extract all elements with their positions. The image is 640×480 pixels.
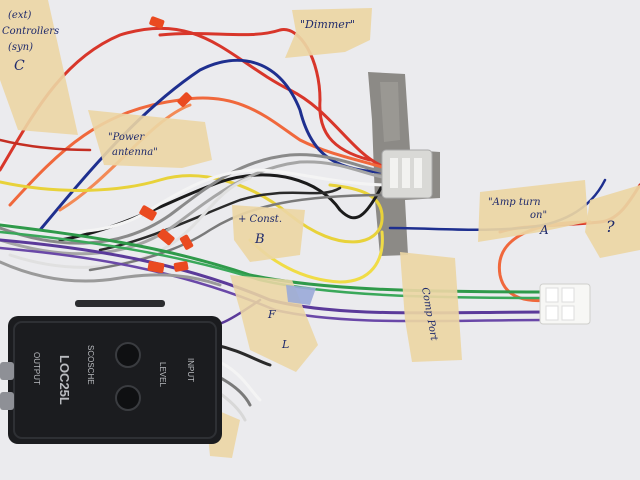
gray-wire-low: [0, 260, 222, 287]
tape-topleft-line1: (ext): [8, 10, 31, 21]
tape-amp-line1: "Amp turn: [488, 197, 541, 208]
tape-const-letter: B: [254, 232, 265, 247]
blue-wire-top: [38, 58, 382, 232]
duct-tape-highlight: [380, 82, 400, 142]
red-wire-left: [0, 138, 92, 152]
molex-connector: [539, 283, 591, 325]
tape-label-center-vertical: Comp Port: [400, 252, 462, 362]
tape-topleft-line2: Controllers: [2, 26, 59, 37]
line-output-converter: LOC25L SCOSCHE OUTPUT INPUT LEVEL: [0, 316, 222, 444]
tape-power-antenna-line1: "Power: [108, 132, 145, 143]
tape-topleft-line3: (syn): [8, 42, 33, 53]
tape-label-right: ?: [585, 185, 640, 258]
tape-label-power-antenna: "Power antenna": [88, 110, 212, 168]
white-wire-2: [8, 176, 252, 269]
tape-const-text: + Const.: [238, 214, 282, 225]
tape-label-amp: "Amp turn on" A: [478, 180, 588, 242]
tape-small-label2: L: [281, 338, 289, 351]
black-wire-2: [98, 186, 342, 252]
device-model-text: LOC25L: [57, 355, 72, 405]
tape-label-topleft: (ext) Controllers (syn) C: [0, 0, 78, 135]
device-antenna: [75, 300, 165, 307]
device-input-label: INPUT: [186, 358, 195, 382]
white-wire-1: [0, 168, 392, 234]
tape-right-mark: ?: [606, 217, 615, 236]
device-level-label: LEVEL: [158, 362, 167, 387]
device-brand-text: SCOSCHE: [86, 345, 95, 385]
tape-topleft-letter: C: [14, 58, 25, 74]
wire-connector-block: [381, 149, 433, 199]
device-output-label: OUTPUT: [32, 352, 41, 385]
orange-wire-top: [8, 96, 387, 207]
crimp-connectors: [139, 16, 194, 273]
tape-label-small-cluster: F L: [230, 275, 318, 372]
tape-amp-line2: on": [530, 210, 547, 221]
tape-label-const: + Const. B: [232, 205, 305, 262]
tape-label-dimmer: "Dimmer": [285, 8, 372, 58]
tape-amp-letter: A: [539, 223, 549, 237]
tape-power-antenna-line2: antenna": [112, 147, 158, 158]
gray-wire-1: [0, 153, 387, 245]
tape-small-label1: F: [267, 308, 276, 321]
gray-wire-2: [0, 160, 390, 256]
tape-dimmer-text: "Dimmer": [300, 18, 355, 31]
